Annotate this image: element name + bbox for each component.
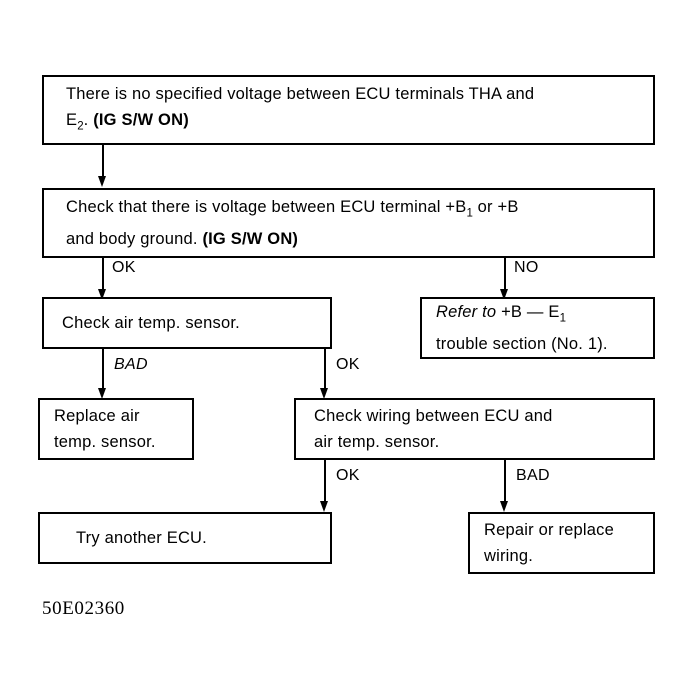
figure-caption: 50E02360 — [42, 598, 125, 619]
text-segment: temp. sensor. — [54, 433, 156, 451]
box-line: Check wiring between ECU and — [296, 403, 653, 429]
refer-to-b-e1-trouble-section-box: Refer to +B — E1 trouble section (No. 1)… — [420, 297, 655, 359]
text-segment: There is no specified voltage between EC… — [66, 84, 535, 103]
arrowhead-icon — [320, 501, 328, 512]
text-segment: Refer to — [436, 302, 497, 321]
check-wiring-box: Check wiring between ECU and air temp. s… — [294, 398, 655, 460]
box-line: Check air temp. sensor. — [44, 310, 330, 336]
box-line: temp. sensor. — [40, 429, 192, 455]
try-another-ecu-box: Try another ECU. — [38, 512, 332, 564]
box-line: Repair or replace — [470, 517, 653, 543]
box-line: E2. (IG S/W ON) — [44, 107, 653, 139]
check-voltage-ecu-terminal-box: Check that there is voltage between ECU … — [42, 188, 655, 258]
box-line: trouble section (No. 1). — [422, 331, 653, 357]
arrowhead-icon — [98, 388, 106, 399]
edge-label-no-refer-to: NO — [514, 259, 539, 276]
box-line: Check that there is voltage between ECU … — [44, 194, 653, 226]
connector-line — [102, 145, 104, 178]
text-segment: or +B — [472, 197, 519, 216]
text-segment: 2 — [77, 120, 84, 133]
arrowhead-icon — [500, 501, 508, 512]
connector-line — [102, 258, 104, 294]
text-segment: Check air temp. sensor. — [62, 314, 240, 332]
connector-line — [324, 349, 326, 391]
connector-line — [504, 460, 506, 504]
box-line: and body ground. (IG S/W ON) — [44, 226, 653, 252]
box-line: Try another ECU. — [40, 525, 330, 551]
text-segment: Check that there is voltage between ECU … — [66, 197, 467, 216]
replace-air-temp-sensor-box: Replace air temp. sensor. — [38, 398, 194, 460]
text-segment: and body ground. — [66, 230, 203, 249]
box-line: There is no specified voltage between EC… — [44, 81, 653, 107]
text-segment: +B — E — [496, 302, 560, 321]
arrowhead-icon — [320, 388, 328, 399]
text-segment: Repair or replace — [484, 521, 614, 539]
text-segment: 1 — [466, 207, 473, 220]
connector-line — [102, 349, 104, 391]
edge-label-bad-repair-wiring: BAD — [516, 467, 550, 484]
text-segment: . — [83, 110, 94, 129]
arrowhead-icon — [98, 176, 106, 187]
text-segment: 1 — [559, 312, 567, 325]
text-segment: E — [66, 110, 78, 129]
text-segment: air temp. sensor. — [314, 433, 440, 451]
text-segment: trouble section (No. 1). — [436, 335, 608, 354]
text-segment: (IG S/W ON) — [202, 230, 299, 249]
no-specified-voltage-box: There is no specified voltage between EC… — [42, 75, 655, 145]
text-segment: Try another ECU. — [76, 529, 207, 547]
text-segment: (IG S/W ON) — [93, 110, 189, 129]
connector-line — [504, 258, 506, 294]
box-line: air temp. sensor. — [296, 429, 653, 455]
edge-label-ok-check-wiring: OK — [336, 356, 360, 373]
edge-label-ok-check-air-temp: OK — [112, 259, 136, 276]
box-line: Replace air — [40, 403, 192, 429]
arrowhead-icon — [98, 289, 106, 300]
text-segment: Check wiring between ECU and — [314, 407, 553, 425]
box-line: Refer to +B — E1 — [422, 299, 653, 331]
arrowhead-icon — [500, 289, 508, 300]
text-segment: wiring. — [484, 547, 534, 565]
text-segment: Replace air — [54, 407, 140, 425]
repair-or-replace-wiring-box: Repair or replace wiring. — [468, 512, 655, 574]
box-line: wiring. — [470, 543, 653, 569]
check-air-temp-sensor-box: Check air temp. sensor. — [42, 297, 332, 349]
edge-label-bad-replace-sensor: BAD — [114, 356, 148, 373]
edge-label-ok-try-another-ecu: OK — [336, 467, 360, 484]
connector-line — [324, 460, 326, 504]
